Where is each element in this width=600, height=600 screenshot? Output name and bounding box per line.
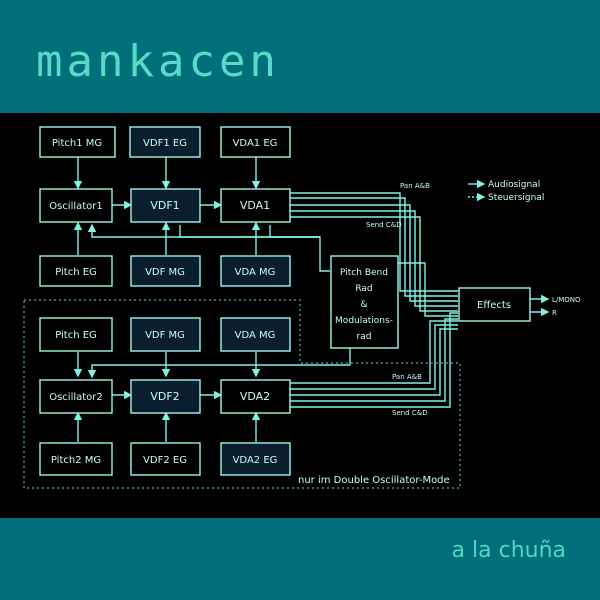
vda1-eg-label: VDA1 EG bbox=[233, 138, 278, 149]
block-oscillator2: Oscillator2 bbox=[39, 379, 113, 414]
double-mode-region bbox=[23, 299, 461, 489]
block-pitch1-mg: Pitch1 MG bbox=[39, 126, 116, 158]
oscillator2-label: Oscillator2 bbox=[49, 392, 103, 403]
pitch-bend-line-1: Pitch Bend bbox=[340, 268, 388, 278]
legend-steuer: Steuersignal bbox=[488, 193, 544, 203]
block-vdf1-eg: VDF1 EG bbox=[129, 126, 201, 158]
double-mode-label: nur im Double Oscillator-Mode bbox=[298, 475, 450, 486]
pitch1-mg-label: Pitch1 MG bbox=[52, 138, 102, 149]
block-vdf-mg-1: VDF MG bbox=[130, 255, 201, 287]
signal-lines bbox=[73, 156, 550, 442]
effects-label: Effects bbox=[477, 300, 511, 311]
block-vdf-mg-2: VDF MG bbox=[130, 317, 201, 352]
vda1-label: VDA1 bbox=[240, 199, 270, 212]
vda2-label: VDA2 bbox=[240, 390, 270, 403]
block-vda1-eg: VDA1 EG bbox=[220, 126, 291, 158]
block-oscillator1: Oscillator1 bbox=[39, 188, 113, 223]
block-vda-mg-2: VDA MG bbox=[220, 317, 291, 352]
block-pitch-eg-1: Pitch EG bbox=[39, 255, 113, 287]
vdf2-label: VDF2 bbox=[150, 390, 179, 403]
block-pitch-eg-2: Pitch EG bbox=[39, 317, 113, 352]
block-vdf2-eg: VDF2 EG bbox=[130, 442, 201, 476]
vdf2-eg-label: VDF2 EG bbox=[143, 455, 187, 466]
pitch-eg-2-label: Pitch EG bbox=[55, 330, 97, 341]
vdf1-label: VDF1 bbox=[150, 199, 179, 212]
pitch-bend-line-2: Rad bbox=[355, 284, 372, 294]
pitch-bend-line-3: & bbox=[360, 300, 367, 310]
pitch-bend-line-5: rad bbox=[357, 332, 372, 342]
bottom-band bbox=[0, 518, 600, 600]
vda-mg-1-label: VDA MG bbox=[235, 267, 276, 278]
block-pitch-bend: Pitch Bend Rad & Modulations- rad bbox=[330, 255, 399, 349]
block-pitch2-mg: Pitch2 MG bbox=[39, 442, 113, 476]
pitch-eg-1-label: Pitch EG bbox=[55, 267, 97, 278]
block-vda1: VDA1 bbox=[220, 188, 291, 223]
output-right-label: R bbox=[552, 309, 557, 317]
album-title: a la chuña bbox=[451, 538, 566, 563]
vda2-eg-label: VDA2 EG bbox=[233, 455, 278, 466]
block-vda-mg-1: VDA MG bbox=[220, 255, 291, 287]
output-left-label: L/MONO bbox=[552, 296, 581, 304]
block-vda2: VDA2 bbox=[220, 379, 291, 414]
artist-name: mankacen bbox=[36, 36, 280, 87]
vdf-mg-1-label: VDF MG bbox=[145, 267, 185, 278]
block-vdf2: VDF2 bbox=[130, 379, 201, 414]
block-effects: Effects bbox=[458, 287, 531, 322]
vda-mg-2-label: VDA MG bbox=[235, 330, 276, 341]
top-band bbox=[0, 0, 600, 113]
send-cd-label-1: Send C&D bbox=[366, 221, 402, 229]
vdf1-eg-label: VDF1 EG bbox=[143, 138, 187, 149]
send-cd-label-2: Send C&D bbox=[392, 409, 428, 417]
legend-audio: Audiosignal bbox=[488, 180, 540, 190]
block-vda2-eg: VDA2 EG bbox=[220, 442, 291, 476]
diagram-svg: Pitch1 MG VDF1 EG VDA1 EG Oscillator1 VD… bbox=[23, 126, 581, 489]
pan-ab-label-1: Pan A&B bbox=[400, 182, 430, 190]
pan-ab-label-2: Pan A&B bbox=[392, 373, 422, 381]
oscillator1-label: Oscillator1 bbox=[49, 201, 103, 212]
block-vdf1: VDF1 bbox=[130, 188, 201, 223]
pitch-bend-line-4: Modulations- bbox=[335, 316, 393, 326]
synth-block-diagram: Pitch1 MG VDF1 EG VDA1 EG Oscillator1 VD… bbox=[0, 113, 600, 518]
vdf-mg-2-label: VDF MG bbox=[145, 330, 185, 341]
pitch2-mg-label: Pitch2 MG bbox=[51, 455, 101, 466]
